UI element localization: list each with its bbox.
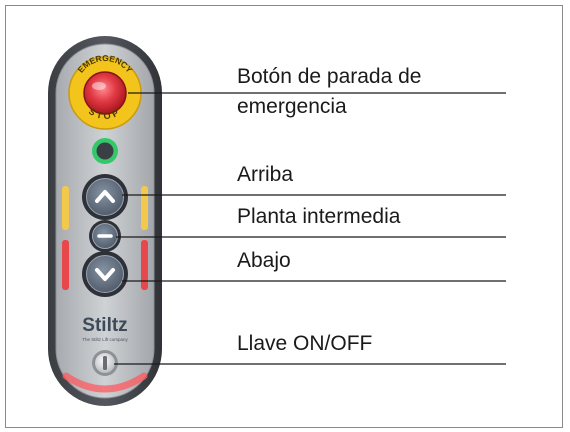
up-button[interactable]: [82, 174, 128, 220]
status-light: [92, 138, 118, 164]
label-emergency-stop-line1: Botón de parada de: [237, 65, 422, 88]
emergency-stop-button[interactable]: EMERGENCY STOP: [68, 53, 142, 130]
label-down: Abajo: [237, 249, 291, 272]
label-up: Arriba: [237, 163, 294, 186]
bottom-glow-strip: [62, 372, 148, 393]
down-button[interactable]: [82, 251, 128, 297]
label-key-switch: Llave ON/OFF: [237, 332, 373, 355]
label-emergency-stop-line2: emergencia: [237, 95, 347, 118]
label-middle-floor: Planta intermedia: [237, 205, 401, 228]
middle-floor-button[interactable]: [89, 220, 121, 252]
key-slot-icon: [103, 356, 107, 370]
up-indicator-right: [141, 186, 148, 230]
chevron-down-icon: [95, 268, 115, 281]
brand-logo: Stiltz: [82, 315, 127, 336]
label-emergency-stop: Botón de parada de emergencia: [237, 64, 422, 120]
down-indicator-left: [62, 240, 69, 290]
up-indicator-left: [62, 186, 69, 230]
down-indicator-right: [141, 240, 148, 290]
brand-tagline: The Stiltz Lift company: [82, 337, 128, 342]
emergency-ring-bottom-text: STOP: [87, 106, 123, 121]
chevron-up-icon: [95, 190, 115, 203]
key-switch[interactable]: [92, 350, 118, 376]
